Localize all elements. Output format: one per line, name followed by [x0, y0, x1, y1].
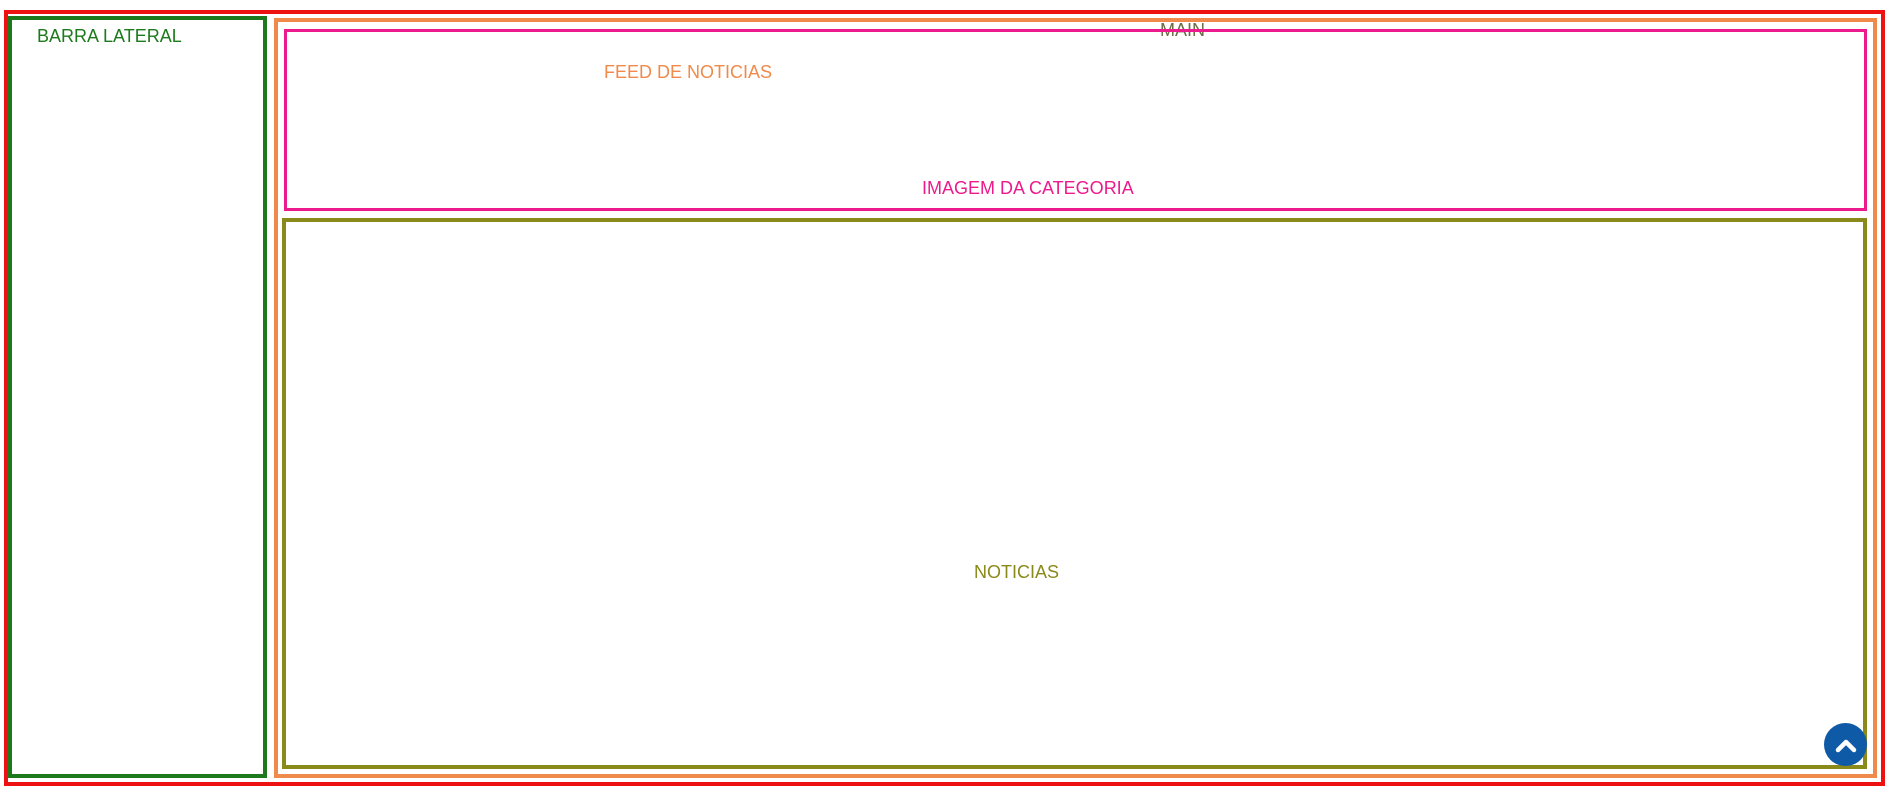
category-image-label: IMAGEM DA CATEGORIA: [922, 178, 1134, 198]
chevron-up-icon: [1835, 737, 1857, 753]
sidebar-label: BARRA LATERAL: [37, 26, 182, 46]
news-label: NOTICIAS: [974, 562, 1060, 582]
sidebar-box: [8, 16, 267, 778]
news-feed-label: FEED DE NOTICIAS: [604, 62, 773, 82]
news-feed-box: [284, 29, 1867, 211]
main-box: [274, 18, 1877, 778]
news-box: [282, 218, 1867, 769]
outer-container: [4, 10, 1885, 786]
scroll-to-top-button[interactable]: [1824, 723, 1867, 766]
